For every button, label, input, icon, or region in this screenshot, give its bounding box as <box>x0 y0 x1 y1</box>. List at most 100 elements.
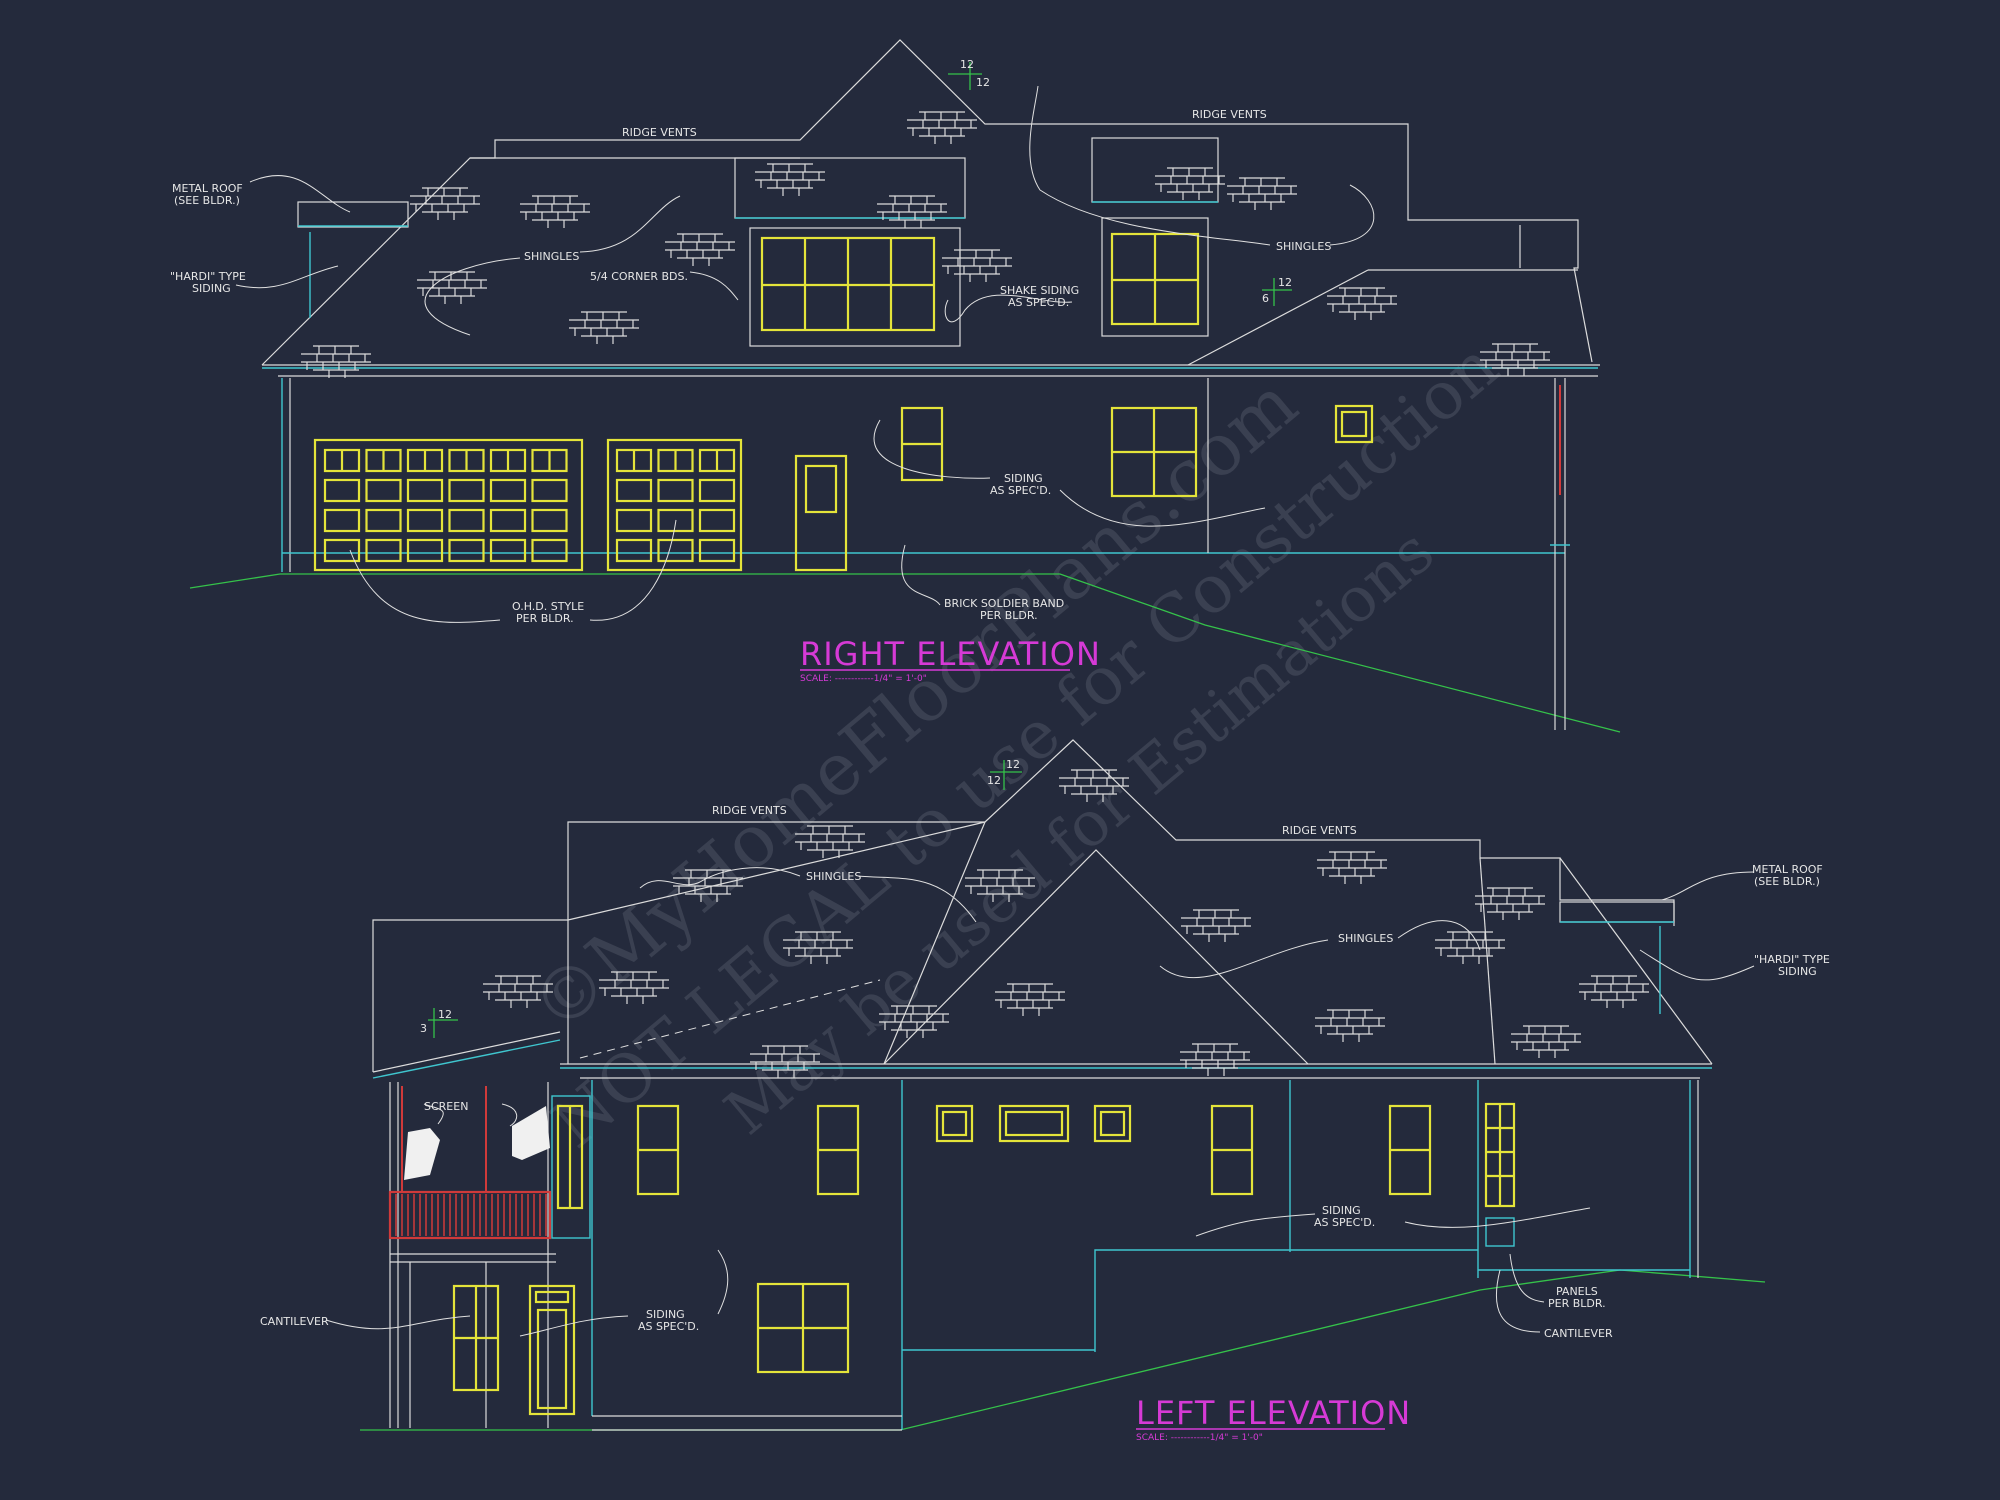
left-metal-roof-label-2: (SEE BLDR.) <box>1754 875 1820 888</box>
right-window-double <box>1110 406 1198 498</box>
garage-panel <box>406 478 444 503</box>
garage-panel <box>323 478 361 503</box>
left-siding-b-label-1: SIDING <box>1322 1204 1361 1217</box>
right-elevation-scale: SCALE: ------------1/4" = 1'-0" <box>800 674 927 684</box>
right-shingles-label-1: SHINGLES <box>524 250 579 263</box>
right-hardi-label-2: SIDING <box>192 282 231 295</box>
left-ridge-vents-label-1: RIDGE VENTS <box>712 804 787 817</box>
left-basement-door <box>528 1284 576 1416</box>
left-hardi-label-1: "HARDI" TYPE <box>1754 953 1830 966</box>
left-siding-a-label-2: AS SPEC'D. <box>638 1320 699 1333</box>
right-leaders <box>235 85 1375 623</box>
right-pitch-b-rise: 6 <box>1262 292 1269 305</box>
right-pitch-b-run: 12 <box>1278 276 1292 289</box>
screen-mesh-1 <box>404 1128 440 1180</box>
right-brick-label-1: BRICK SOLDIER BAND <box>944 597 1064 610</box>
left-roof <box>372 739 1713 1079</box>
right-roof <box>261 39 1600 377</box>
garage-panel <box>448 538 485 563</box>
dormer-window-2 <box>1110 232 1200 326</box>
right-brick-label-2: PER BLDR. <box>980 609 1038 622</box>
left-window-4 <box>1388 1104 1432 1196</box>
right-pitch-a-rise: 12 <box>960 58 974 71</box>
left-siding-a-label-1: SIDING <box>646 1308 685 1321</box>
left-pitch-b-rise: 3 <box>420 1022 427 1035</box>
garage-panel <box>489 508 527 533</box>
garage-panel <box>365 538 402 563</box>
left-window-square-1 <box>935 1104 974 1143</box>
right-window-small <box>900 406 944 482</box>
left-elevation-title: LEFT ELEVATION <box>1136 1394 1411 1432</box>
porch-window <box>556 1104 584 1210</box>
right-window-square <box>1334 404 1374 444</box>
right-walls <box>281 378 1570 730</box>
porch-railing <box>388 1190 552 1240</box>
watermark: ©MyHomeFloorPlans.com NOT LEGAL to use f… <box>515 327 1513 1163</box>
garage-panel <box>489 538 527 563</box>
left-siding-b-label-2: AS SPEC'D. <box>1314 1216 1375 1229</box>
garage-door-single <box>606 438 743 572</box>
left-walls <box>591 1080 1699 1431</box>
dormer-window-1 <box>760 236 936 332</box>
left-panels-label-1: PANELS <box>1556 1285 1598 1298</box>
left-cantilever-label-2: CANTILEVER <box>1544 1327 1613 1340</box>
right-metal-roof-label-1: METAL ROOF <box>172 182 243 195</box>
right-shingles-label-2: SHINGLES <box>1276 240 1331 253</box>
garage-panel <box>657 508 694 533</box>
garage-panel <box>448 508 485 533</box>
garage-panel <box>406 538 444 563</box>
left-ridge-vents-label-2: RIDGE VENTS <box>1282 824 1357 837</box>
left-window-square-2 <box>1093 1104 1132 1143</box>
garage-door-double <box>313 438 584 572</box>
left-leaders <box>325 867 1755 1337</box>
garage-panel <box>698 538 736 563</box>
garage-panel <box>323 508 361 533</box>
left-window-3 <box>1210 1104 1254 1196</box>
right-siding-label-1: SIDING <box>1004 472 1043 485</box>
left-pitch-b-run: 12 <box>438 1008 452 1021</box>
garage-panel <box>698 478 736 503</box>
garage-panel <box>365 478 402 503</box>
right-shake-label-2: AS SPEC'D. <box>1008 296 1069 309</box>
right-pitch-a-run: 12 <box>976 76 990 89</box>
right-ohd-label-2: PER BLDR. <box>516 612 574 625</box>
left-pitch-symbol-a: 12 12 <box>987 758 1022 790</box>
left-panels-label-2: PER BLDR. <box>1548 1297 1606 1310</box>
right-metal-roof-label-2: (SEE BLDR.) <box>174 194 240 207</box>
garage-panel <box>698 508 736 533</box>
left-shingles-label-1: SHINGLES <box>806 870 861 883</box>
garage-panel <box>531 508 568 533</box>
right-ohd-label-1: O.H.D. STYLE <box>512 600 584 613</box>
garage-panel <box>323 538 361 563</box>
garage-panel <box>657 538 694 563</box>
right-elevation-title: RIGHT ELEVATION <box>800 635 1101 673</box>
garage-panel <box>448 478 485 503</box>
left-screen-label: SCREEN <box>424 1100 468 1113</box>
watermark-line-2: NOT LEGAL to use for Construction <box>538 327 1513 1163</box>
right-ridge-vents-label-1: RIDGE VENTS <box>622 126 697 139</box>
left-tall-sidelight <box>1484 1102 1516 1247</box>
left-elevation: 12 12 3 12 RIDGE VENTS <box>260 739 1830 1443</box>
garage-panel <box>531 538 568 563</box>
left-annotations: RIDGE VENTS RIDGE VENTS SHINGLES SHINGLE… <box>260 804 1830 1340</box>
left-cantilever-label-1: CANTILEVER <box>260 1315 329 1328</box>
right-siding-label-2: AS SPEC'D. <box>990 484 1051 497</box>
left-porch-window <box>452 1284 500 1392</box>
left-elevation-scale: SCALE: ------------1/4" = 1'-0" <box>1136 1433 1263 1443</box>
right-elevation: 12 12 6 12 RIDGE VENTS <box>170 39 1621 733</box>
garage-panel <box>615 478 653 503</box>
left-shingle-hatches <box>483 769 1649 1078</box>
left-pitch-a-run: 12 <box>987 774 1001 787</box>
right-pitch-symbol-b: 6 12 <box>1262 276 1292 306</box>
garage-panel <box>531 478 568 503</box>
right-ridge-vents-label-2: RIDGE VENTS <box>1192 108 1267 121</box>
left-window-wide <box>998 1104 1070 1143</box>
left-metal-roof-label-1: METAL ROOF <box>1752 863 1823 876</box>
left-pitch-symbol-b: 3 12 <box>420 1008 458 1038</box>
garage-panel <box>365 508 402 533</box>
garage-panel <box>489 478 527 503</box>
screened-porch <box>389 1082 591 1428</box>
right-shake-label-1: SHAKE SIDING <box>1000 284 1079 297</box>
left-shingles-label-2: SHINGLES <box>1338 932 1393 945</box>
